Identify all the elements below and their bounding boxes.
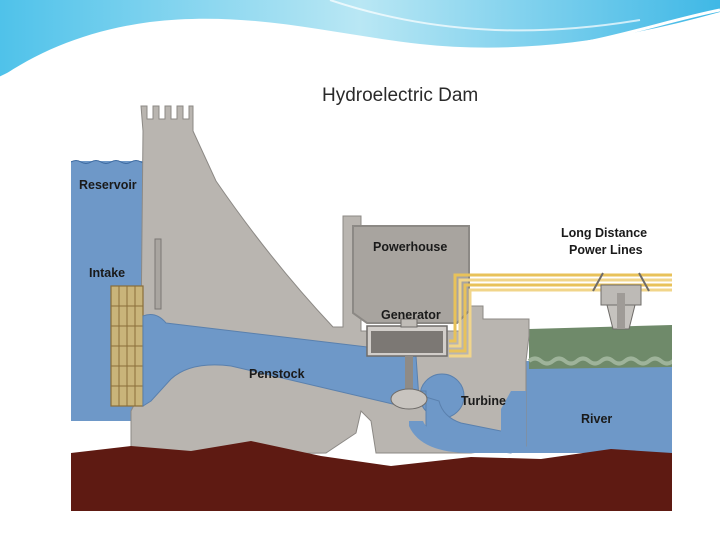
- ground-earth: [71, 441, 672, 511]
- label-turbine: Turbine: [461, 394, 506, 408]
- slide-header-wave: [0, 0, 720, 80]
- label-river: River: [581, 412, 612, 426]
- penstock-channel: [142, 314, 420, 407]
- transmission-tower: [592, 272, 650, 330]
- label-power-lines-1: Long Distance: [561, 226, 647, 240]
- label-powerhouse: Powerhouse: [373, 240, 447, 254]
- label-power-lines-2: Power Lines: [569, 243, 643, 257]
- label-penstock: Penstock: [249, 367, 305, 381]
- diagram-title: Hydroelectric Dam: [322, 85, 478, 106]
- label-intake: Intake: [89, 266, 125, 280]
- intake-gate: [110, 285, 144, 407]
- label-generator: Generator: [381, 308, 441, 322]
- turbine-shaft: [405, 356, 413, 396]
- turbine-runner: [390, 388, 428, 410]
- powerhouse-room: [352, 225, 470, 324]
- dam-body: [130, 105, 530, 457]
- power-cables: [449, 273, 672, 358]
- label-reservoir: Reservoir: [79, 178, 137, 192]
- gate-rod: [154, 238, 162, 310]
- outflow-channel: [409, 391, 526, 453]
- grass-rocks: [527, 356, 672, 366]
- river-water: [511, 361, 672, 453]
- generator-core: [371, 331, 443, 353]
- generator-top: [400, 318, 418, 328]
- grass-bank: [529, 325, 672, 369]
- hydroelectric-dam-diagram: Hydroelectric Dam Reservoir Intake Power…: [71, 61, 672, 511]
